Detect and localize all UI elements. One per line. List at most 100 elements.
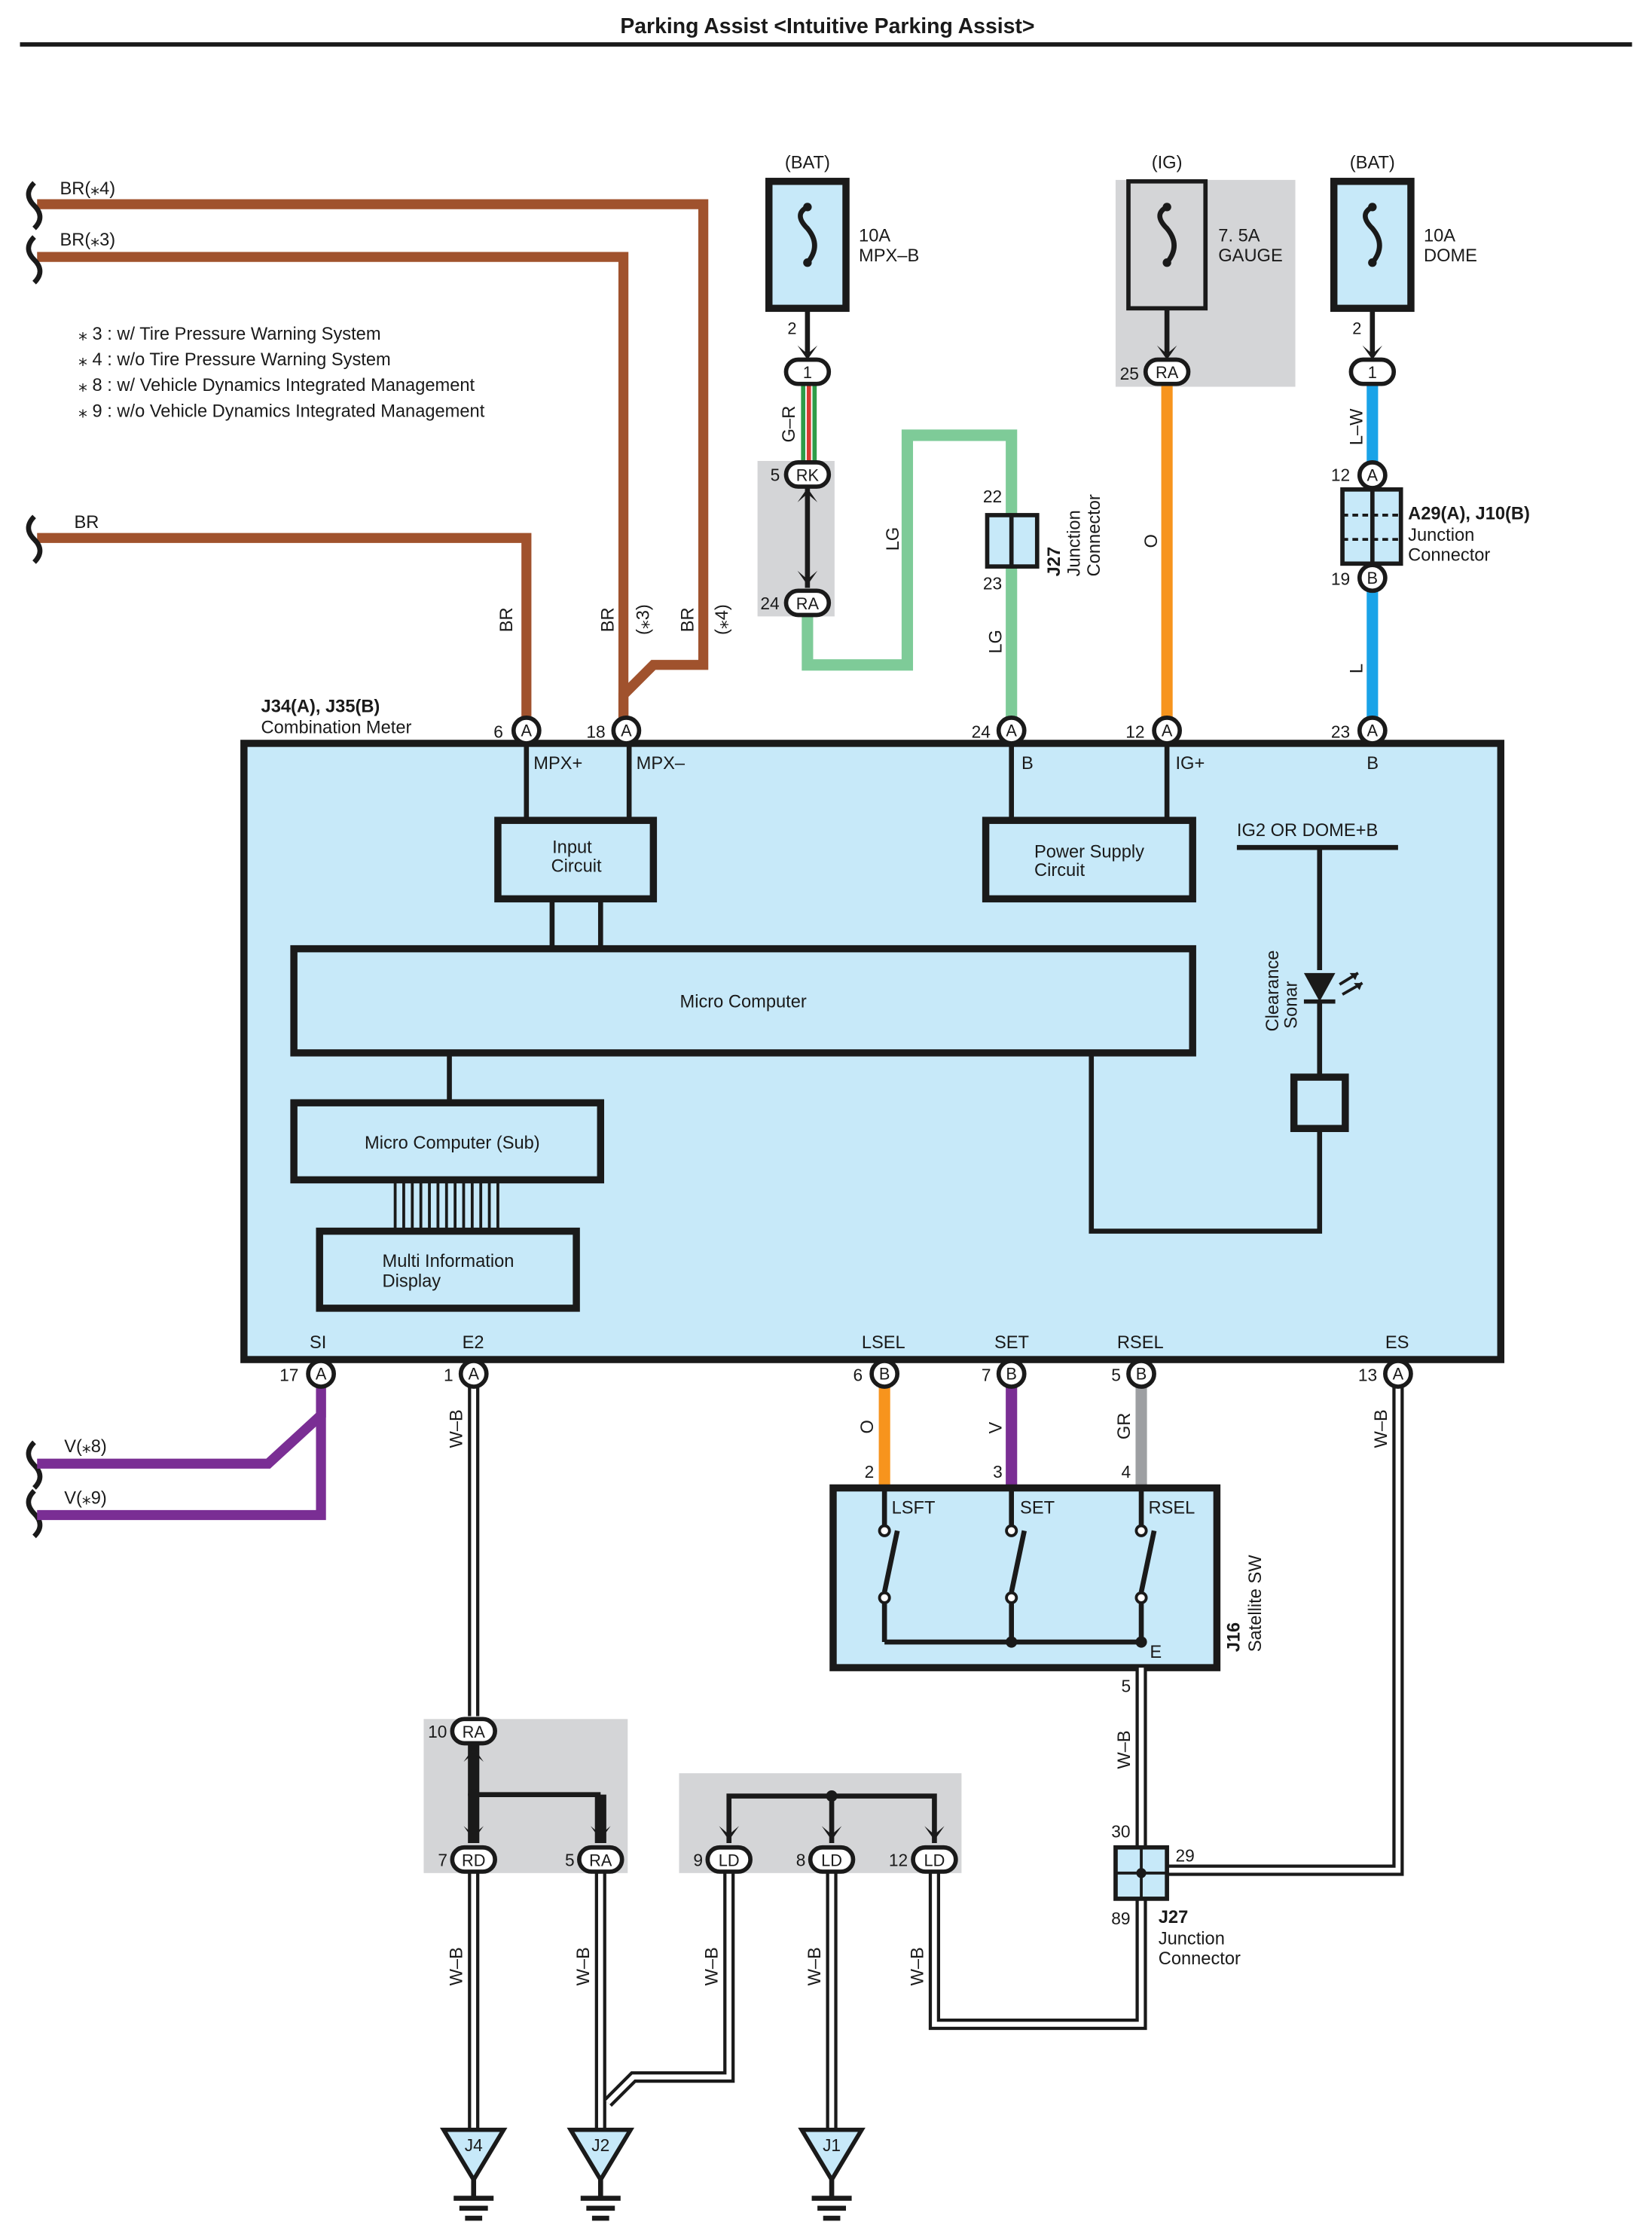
- conn-m1: A: [458, 1359, 489, 1389]
- svg-text:RA: RA: [1156, 363, 1179, 382]
- mid-label-l1: Multi Information: [383, 1252, 515, 1271]
- wire-label-o-lsel: O: [858, 1420, 878, 1433]
- conn-m18: A: [611, 716, 642, 746]
- pin-p12a: 12: [1331, 465, 1350, 484]
- conn-ld8: LD: [808, 1845, 856, 1874]
- purple-wires: [37, 1384, 326, 1521]
- sonar-label-l1: Clearance: [1263, 951, 1283, 1032]
- pin-numbers: 5 24 6 18 24 12 23 17 1 6 7 5 13 10 7 5 …: [279, 465, 1377, 1869]
- svg-text:RA: RA: [796, 594, 820, 613]
- ground-j1-label: J1: [823, 2135, 841, 2155]
- conn-ra5: RA: [577, 1845, 624, 1874]
- j27-top-line2: Connector: [1085, 494, 1104, 576]
- fuse2-source: (IG): [1152, 154, 1183, 173]
- conn-m5b: B: [1126, 1359, 1156, 1389]
- svg-text:A: A: [316, 1365, 327, 1384]
- terminal-b2: B: [1366, 754, 1379, 774]
- conn-ra10: RA: [450, 1717, 497, 1746]
- pin-j89: 89: [1111, 1909, 1130, 1928]
- wire-label-star4: (⁎4): [713, 604, 732, 635]
- wire-label-wb-e2: W–B: [447, 1409, 467, 1448]
- fuse1-rating: 10A: [859, 226, 890, 246]
- pin-m6: 6: [493, 722, 503, 741]
- label-v9: V(⁎9): [64, 1488, 107, 1508]
- wire-label-lw: L–W: [1348, 408, 1367, 445]
- wire-label-lg-top: LG: [884, 527, 903, 551]
- input-circuit-l2: Circuit: [551, 856, 602, 876]
- svg-text:A: A: [1367, 721, 1379, 740]
- svg-text:LD: LD: [821, 1851, 842, 1869]
- conn-m12: A: [1152, 716, 1182, 746]
- pin-m7b: 7: [982, 1365, 991, 1384]
- wire-label-wb-1: W–B: [447, 1947, 467, 1985]
- svg-text:A: A: [1367, 465, 1379, 484]
- pin-s3: 3: [993, 1462, 1003, 1482]
- j27-bottom-id: J27: [1159, 1908, 1188, 1927]
- conn-ld12: LD: [911, 1845, 958, 1874]
- pin-j30: 30: [1111, 1821, 1130, 1841]
- pin-m5b: 5: [1111, 1365, 1121, 1384]
- a29-line2: Connector: [1408, 546, 1490, 566]
- label-br: BR: [74, 513, 99, 533]
- pin-f1: 2: [787, 319, 796, 337]
- svg-text:LD: LD: [719, 1851, 740, 1869]
- j27-bottom-line2: Connector: [1159, 1949, 1241, 1969]
- conn-b19: B: [1357, 563, 1388, 594]
- conn-ra25: RA: [1143, 357, 1191, 386]
- wire-label-star3: (⁎3): [634, 604, 654, 635]
- svg-text:A: A: [621, 721, 632, 740]
- wire-label-wb-2: W–B: [574, 1947, 594, 1985]
- bus-lines: [393, 1180, 499, 1231]
- terminal-ig-plus: IG+: [1175, 754, 1205, 774]
- pin-m23: 23: [1331, 722, 1350, 741]
- pin-p5b: 5: [565, 1850, 575, 1869]
- conn-rk: RK: [783, 460, 832, 489]
- conn-m7b: B: [996, 1359, 1027, 1389]
- ground-j1: J1: [798, 2127, 866, 2221]
- ground-j4-label: J4: [465, 2135, 483, 2155]
- j27-top-line1: Junction: [1065, 510, 1085, 576]
- svg-text:A: A: [1162, 721, 1173, 740]
- fuse3-name: DOME: [1424, 246, 1477, 266]
- wire-label-wb-es: W–B: [1372, 1409, 1391, 1448]
- input-circuit-l1: Input: [552, 838, 592, 858]
- fuse3-rating: 10A: [1424, 226, 1455, 246]
- pin-s5: 5: [1122, 1676, 1131, 1695]
- terminal-es: ES: [1385, 1333, 1409, 1353]
- terminal-lsel: LSEL: [862, 1333, 905, 1353]
- svg-text:RA: RA: [589, 1851, 612, 1869]
- terminal-si: SI: [310, 1333, 326, 1353]
- a29-line1: Junction: [1408, 526, 1474, 545]
- clearance-sonar-led: [1303, 972, 1363, 1004]
- pin-m1: 1: [444, 1365, 453, 1384]
- pin-p8: 8: [796, 1850, 806, 1869]
- a29-id: A29(A), J10(B): [1408, 505, 1530, 524]
- wire-label-gr: G–R: [780, 406, 799, 443]
- pin-m12: 12: [1125, 722, 1144, 741]
- ground-j2: J2: [566, 2127, 635, 2221]
- j27-bottom-line1: Junction: [1159, 1930, 1225, 1949]
- meter-bottom-terminals: SI E2 LSEL SET RSEL ES: [310, 1333, 1409, 1353]
- conn-m6b: B: [869, 1359, 900, 1389]
- pin-s2: 2: [865, 1462, 875, 1482]
- wire-label-wb-sw: W–B: [1115, 1730, 1134, 1769]
- pin-p5: 5: [771, 465, 780, 484]
- meter-id: J34(A), J35(B): [261, 697, 380, 716]
- note-3: ⁎ 3 : w/ Tire Pressure Warning System: [78, 325, 380, 344]
- conn-m13: A: [1383, 1359, 1413, 1389]
- svg-text:A: A: [1006, 721, 1017, 740]
- note-9: ⁎ 9 : w/o Vehicle Dynamics Integrated Ma…: [78, 401, 485, 421]
- multi-information-display: [316, 1227, 580, 1312]
- wire-label-l: L: [1348, 664, 1367, 673]
- wire-label-gr-rsel: GR: [1115, 1413, 1134, 1439]
- svg-text:B: B: [1136, 1365, 1147, 1384]
- satellite-switch: [829, 1484, 1221, 1671]
- svg-text:RK: RK: [796, 465, 820, 484]
- fuse3-box: [1330, 178, 1415, 313]
- svg-text:A: A: [521, 721, 533, 740]
- conn-ra24: RA: [783, 588, 832, 618]
- terminal-b1: B: [1021, 754, 1034, 774]
- pin-p12: 12: [889, 1850, 908, 1869]
- wire-label-v-set: V: [986, 1422, 1006, 1434]
- conn-a12: A: [1357, 460, 1388, 490]
